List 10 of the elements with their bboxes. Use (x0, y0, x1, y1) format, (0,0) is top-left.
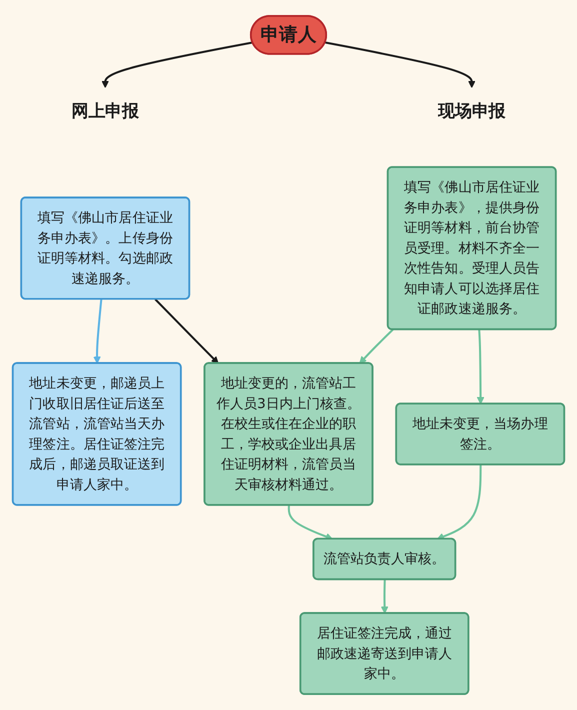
arrow (102, 41, 253, 88)
node-text: 网上申报 (71, 100, 140, 121)
arrow (380, 580, 388, 614)
arrow (288, 505, 333, 540)
arrow (436, 464, 482, 540)
arrow (359, 328, 394, 364)
arrow (93, 299, 102, 364)
arrow (154, 298, 219, 364)
arrow (325, 41, 476, 88)
arrow (476, 330, 484, 404)
